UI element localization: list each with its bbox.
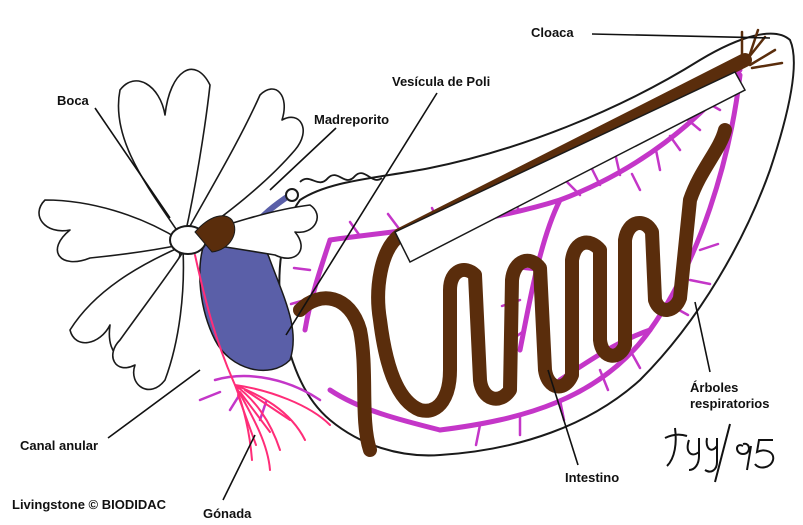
label-intestino: Intestino (565, 470, 619, 485)
label-arboles-line1: Árboles (690, 380, 738, 395)
label-cloaca: Cloaca (531, 25, 574, 40)
credit-text: Livingstone © BIODIDAC (12, 497, 166, 512)
label-boca: Boca (57, 93, 89, 108)
label-madreporito: Madreporito (314, 112, 389, 127)
label-canal-anular: Canal anular (20, 438, 98, 453)
label-vesicula-de-poli: Vesícula de Poli (392, 74, 490, 89)
label-arboles-line2: respiratorios (690, 396, 769, 411)
artist-signature (655, 418, 803, 488)
label-gonada: Gónada (203, 506, 251, 521)
